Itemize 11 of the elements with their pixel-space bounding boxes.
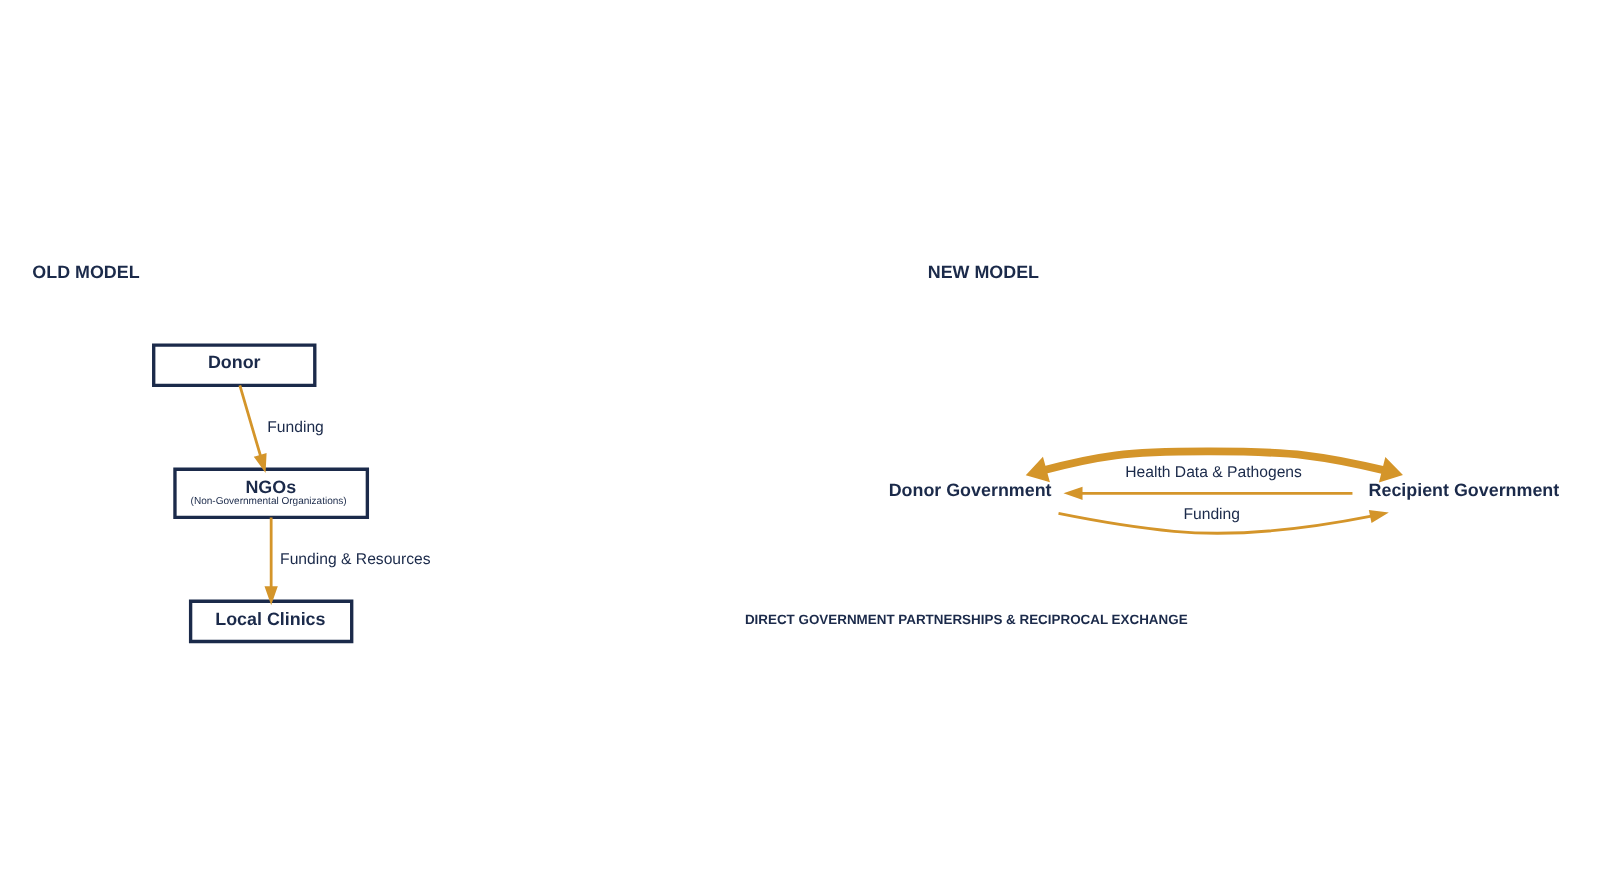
- node-box: Local Clinics: [188, 598, 354, 643]
- arrow: [1058, 508, 1389, 534]
- arrow: [238, 384, 267, 473]
- arrow: [1025, 446, 1403, 482]
- node-text: Recipient Government: [1368, 479, 1560, 500]
- arrow: [264, 516, 278, 605]
- node-text: Donor Government: [888, 479, 1052, 500]
- label: NEW MODEL: [927, 260, 1040, 281]
- label: OLD MODEL: [32, 260, 140, 281]
- node-box: Donor: [152, 342, 317, 387]
- arrow: [1063, 485, 1353, 499]
